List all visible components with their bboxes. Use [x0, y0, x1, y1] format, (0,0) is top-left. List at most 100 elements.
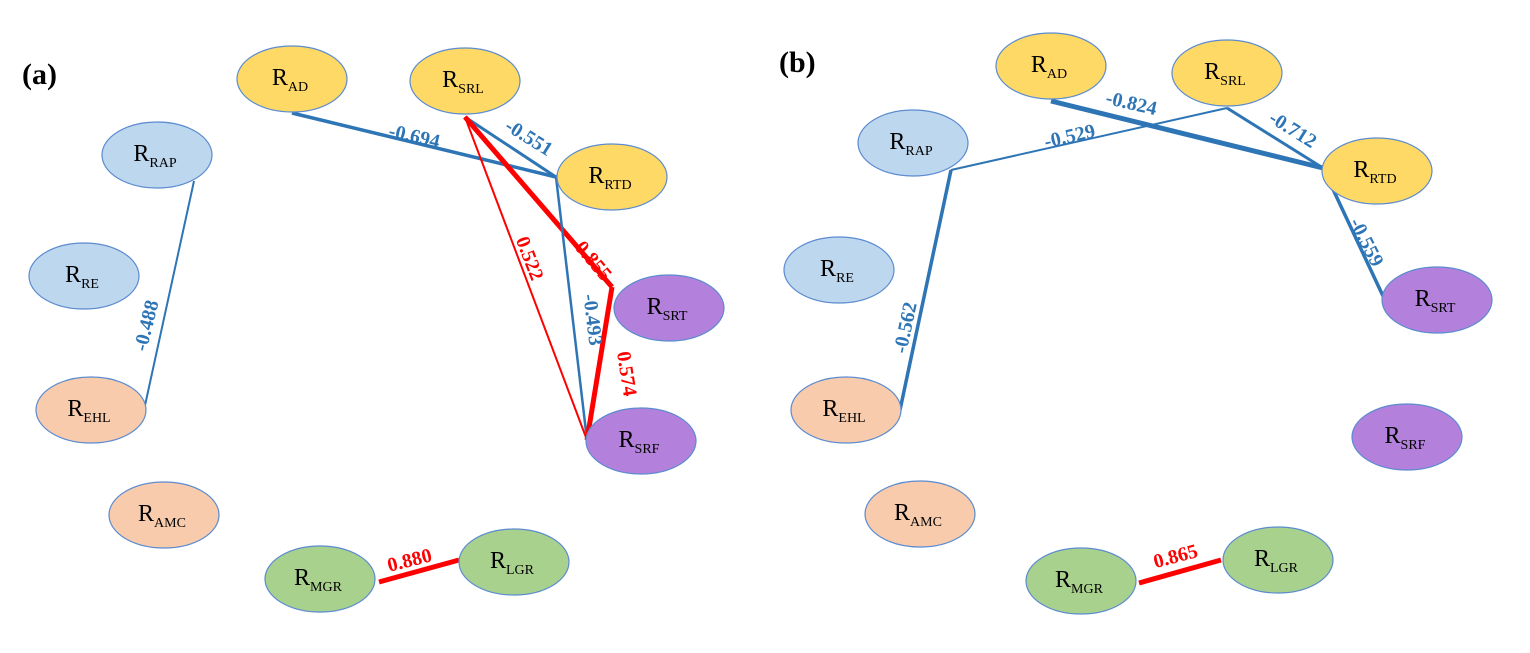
node-label: RMGR [1055, 567, 1104, 597]
node-label: RSRL [1204, 59, 1246, 89]
edge-label-srt-srf: 0.574 [612, 350, 641, 398]
node-label: RRTD [588, 163, 631, 193]
node-ellipse [101, 121, 213, 189]
node-label-sub: LGR [506, 563, 535, 578]
node-ellipse [1222, 526, 1334, 594]
node-label: RRE [65, 262, 99, 292]
edge-label-mgr-lgr: 0.880 [385, 545, 434, 577]
node-label: RSRF [1385, 423, 1426, 453]
node-label-sub: AMC [910, 515, 942, 530]
node-rap: RRAP [857, 109, 969, 177]
edge-label-srl-rtd: -0.551 [501, 115, 556, 161]
node-rtd: RRTD [1321, 137, 1433, 205]
node-label: RSRF [619, 427, 660, 457]
node-srl: RSRL [409, 47, 521, 115]
node-label-main: R [822, 396, 838, 422]
node-label-sub: LGR [1270, 561, 1299, 576]
node-label-main: R [138, 501, 154, 527]
node-label-sub: RAP [149, 156, 176, 171]
node-label-main: R [647, 294, 663, 320]
node-ellipse [1171, 39, 1283, 107]
node-ellipse [458, 528, 570, 596]
node-label-sub: SRF [635, 442, 660, 457]
node-label-main: R [1385, 423, 1401, 449]
node-label: RMGR [294, 565, 343, 595]
node-ehl: REHL [35, 376, 147, 444]
node-label: RSRL [442, 67, 484, 97]
edge-srl-srt [463, 115, 614, 289]
node-label-main: R [619, 427, 635, 453]
node-label: RAD [272, 65, 308, 95]
node-label-sub: RE [81, 277, 99, 292]
node-label: RAMC [138, 501, 186, 531]
node-label-sub: SRT [1431, 301, 1456, 316]
node-rap: RRAP [101, 121, 213, 189]
edge-srl-rap [950, 107, 1228, 171]
node-label-main: R [1353, 157, 1369, 183]
edge-label-srl-srf: 0.522 [511, 234, 548, 284]
node-ellipse [1321, 137, 1433, 205]
node-label-main: R [588, 163, 604, 189]
node-label: RRTD [1353, 157, 1396, 187]
node-label: RLGR [1254, 546, 1299, 576]
node-label: RRE [820, 256, 854, 286]
node-label: RRAP [133, 141, 176, 171]
node-ellipse [108, 481, 220, 549]
node-label-sub: AD [1047, 67, 1067, 82]
node-ellipse [790, 376, 902, 444]
node-label: REHL [822, 396, 865, 426]
node-label: RSRT [1415, 286, 1456, 316]
node-label-sub: EHL [83, 411, 110, 426]
node-label-sub: RE [836, 271, 854, 286]
node-label-main: R [272, 65, 288, 91]
edge-mgr-lgr [1138, 557, 1222, 586]
node-label-main: R [894, 500, 910, 526]
node-label-main: R [1254, 546, 1270, 572]
node-srf: RSRF [1351, 403, 1463, 471]
edge-srl-srf [464, 116, 588, 441]
node-label: REHL [67, 396, 110, 426]
edge-label-srl-rtd: -0.712 [1265, 107, 1320, 153]
edge-rtd-srf [554, 176, 589, 441]
node-ad: RAD [995, 32, 1107, 100]
node-ellipse [585, 407, 697, 475]
edge-ad-rtd [291, 111, 557, 179]
panel-b-edges [898, 98, 1385, 586]
node-mgr: RMGR [1025, 547, 1137, 615]
node-ad: RAD [236, 45, 348, 113]
node-re: RRE [28, 242, 140, 310]
node-ellipse [35, 376, 147, 444]
node-label-sub: EHL [838, 411, 865, 426]
node-ellipse [857, 109, 969, 177]
edge-rap-ehl [898, 169, 953, 411]
edge-ad-rtd [1050, 98, 1324, 171]
node-ellipse [264, 545, 376, 613]
node-label-sub: SRL [458, 82, 484, 97]
node-label-sub: SRT [663, 309, 688, 324]
node-label-main: R [820, 256, 836, 282]
panel-b-label: (b) [779, 46, 816, 79]
node-srf: RSRF [585, 407, 697, 475]
node-rtd: RRTD [556, 143, 668, 211]
node-ehl: REHL [790, 376, 902, 444]
node-amc: RAMC [108, 481, 220, 549]
edge-label-ad-rtd: -0.694 [387, 120, 442, 153]
node-label: RLGR [490, 548, 535, 578]
node-label-sub: RTD [604, 178, 631, 193]
panel-a-edges [143, 111, 615, 585]
node-ellipse [409, 47, 521, 115]
node-label-sub: RAP [905, 144, 932, 159]
node-srl: RSRL [1171, 39, 1283, 107]
node-label-main: R [1204, 59, 1220, 85]
panel-a-label: (a) [22, 58, 57, 91]
node-srt: RSRT [1381, 266, 1493, 334]
edge-label-srl-rap: -0.529 [1042, 120, 1097, 153]
node-ellipse [613, 274, 725, 342]
edge-label-srl-srt: 0.855 [570, 237, 616, 286]
node-ellipse [236, 45, 348, 113]
node-ellipse [1381, 266, 1493, 334]
